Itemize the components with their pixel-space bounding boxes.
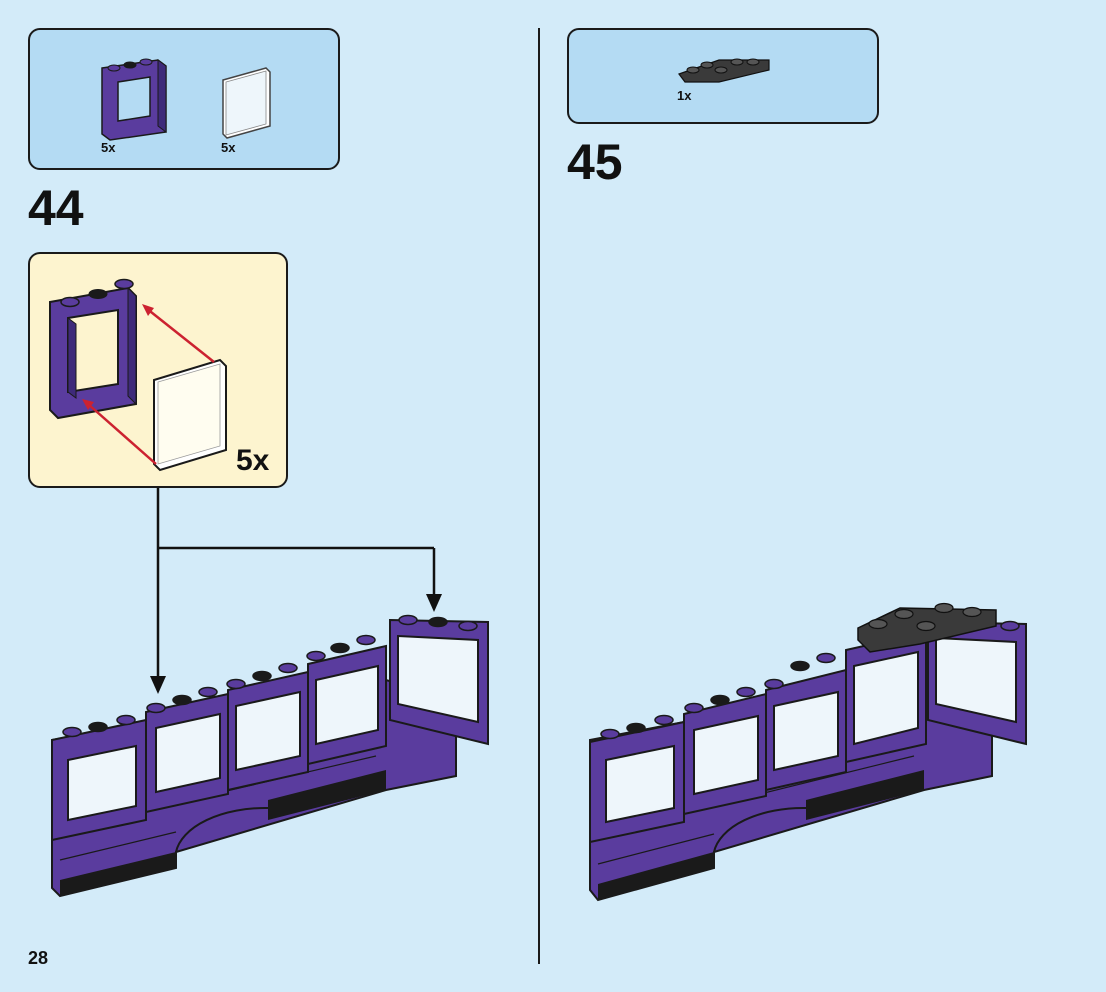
dark-grey-plate-part-image (678, 58, 770, 83)
step45-number: 45 (567, 134, 623, 190)
step44-number: 44 (28, 180, 84, 236)
step-divider (538, 28, 540, 964)
subassembly-qty: 5x (236, 444, 270, 477)
subassembly-illustration (49, 278, 227, 472)
page-number: 28 (28, 948, 49, 968)
window-frame-qty: 5x (101, 140, 116, 155)
step44-subassembly-box: 5x (28, 252, 288, 488)
dark-grey-plate-qty: 1x (677, 88, 692, 103)
step44-parts-box: 5x 5x (28, 28, 340, 170)
window-glass-qty: 5x (221, 140, 236, 155)
step45-parts-box: 1x (567, 28, 879, 124)
window-frame-part-image (101, 58, 167, 141)
window-glass-part-image (222, 67, 271, 139)
